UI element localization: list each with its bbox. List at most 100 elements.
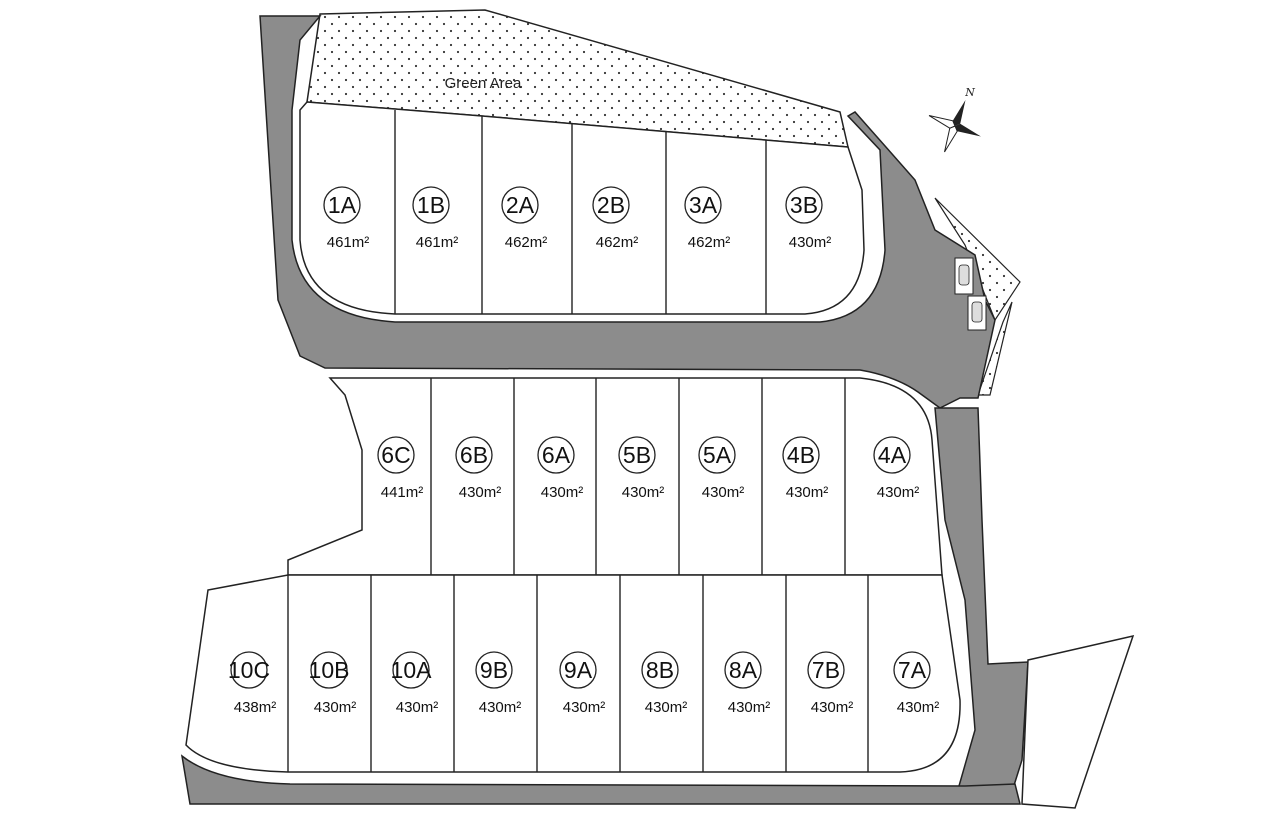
lot-area-label: 430m² [702,484,745,501]
lot-area-label: 430m² [563,699,606,716]
lot-area-label: 430m² [314,699,357,716]
lot-id-label: 3B [790,192,818,218]
lot-8b[interactable]: 8B 430m² [641,651,688,716]
lot-area-label: 438m² [234,699,277,716]
lot-id-circle [641,651,679,689]
lot-9a[interactable]: 9A 430m² [559,651,606,716]
lot-id-label: 9A [564,657,593,683]
lot-10b[interactable]: 10B 430m² [309,651,357,716]
lot-1a[interactable]: 1A 461m² [323,186,370,251]
lot-id-circle [537,436,575,474]
lot-area-label: 430m² [811,699,854,716]
lot-10c[interactable]: 10C 438m² [228,651,277,716]
lot-9b[interactable]: 9B 430m² [475,651,522,716]
lot-8a[interactable]: 8A 430m² [724,651,771,716]
lot-id-label: 1B [417,192,445,218]
lot-dividers [287,110,869,772]
lot-id-label: 10A [391,657,433,683]
lot-id-circle [785,186,823,224]
lot-id-circle [698,436,736,474]
parking-bay [954,257,987,331]
lot-7b[interactable]: 7B 430m² [807,651,854,716]
lot-area-label: 430m² [479,699,522,716]
lot-area-label: 430m² [786,484,829,501]
lot-6c[interactable]: 6C 441m² [377,436,424,501]
lot-id-circle [618,436,656,474]
lot-id-label: 5B [623,442,651,468]
lot-1b[interactable]: 1B 461m² [412,186,459,251]
lot-id-circle [412,186,450,224]
road-bottom [180,754,1021,805]
lot-4a[interactable]: 4A 430m² [873,436,920,501]
lot-area-label: 461m² [416,234,459,251]
lot-6b[interactable]: 6B 430m² [455,436,502,501]
lot-area-label: 430m² [877,484,920,501]
lot-area-label: 430m² [396,699,439,716]
lot-4b[interactable]: 4B 430m² [782,436,829,501]
green-area-label: Green Area [445,75,522,92]
lot-id-circle [323,186,361,224]
lot-id-circle [475,651,513,689]
lot-id-circle [310,651,348,689]
lot-2a[interactable]: 2A 462m² [501,186,548,251]
lot-id-label: 7B [812,657,840,683]
lot-id-circle [724,651,762,689]
lot-area-label: 462m² [596,234,639,251]
block-top [299,101,865,315]
north-label: N [964,86,975,99]
lot-id-label: 4A [878,442,907,468]
car-icon [971,301,983,323]
lot-id-label: 10C [228,657,270,683]
lot-id-label: 6B [460,442,488,468]
lot-labels: 1A 461m² 1B 461m² 2A 462m² 2B 462m² 3A 462m² 3B 430… [228,186,940,716]
lot-id-circle [592,186,630,224]
lot-id-circle [559,651,597,689]
lot-id-label: 10B [309,657,350,683]
lot-area-label: 462m² [688,234,731,251]
lot-id-label: 5A [703,442,732,468]
lot-id-circle [807,651,845,689]
lot-id-label: 1A [328,192,357,218]
lot-id-circle [392,651,430,689]
lot-id-label: 3A [689,192,718,218]
lot-id-circle [873,436,911,474]
lot-id-label: 8B [646,657,674,683]
lot-5b[interactable]: 5B 430m² [618,436,665,501]
lot-3a[interactable]: 3A 462m² [684,186,731,251]
lot-3b[interactable]: 3B 430m² [785,186,832,251]
lot-id-label: 2A [506,192,535,218]
lot-id-circle [684,186,722,224]
road-right-spine [934,407,1029,801]
lot-area-label: 441m² [381,484,424,501]
lot-id-label: 8A [729,657,758,683]
lot-id-label: 4B [787,442,815,468]
lot-id-label: 2B [597,192,625,218]
lot-id-label: 6C [381,442,410,468]
lot-area-label: 461m² [327,234,370,251]
lot-area-label: 430m² [645,699,688,716]
lot-id-circle [455,436,493,474]
lot-id-circle [377,436,415,474]
lot-area-label: 462m² [505,234,548,251]
lot-id-circle [230,651,268,689]
car-icon [958,264,970,286]
block-middle [287,377,943,576]
lot-area-label: 430m² [622,484,665,501]
lot-area-label: 430m² [728,699,771,716]
lot-5a[interactable]: 5A 430m² [698,436,745,501]
lot-area-label: 430m² [789,234,832,251]
lot-10a[interactable]: 10A 430m² [391,651,439,716]
north-compass-icon [928,100,981,153]
lot-id-label: 9B [480,657,508,683]
lot-id-circle [893,651,931,689]
lot-2b[interactable]: 2B 462m² [592,186,639,251]
lot-id-label: 6A [542,442,571,468]
green-strip-right-lower [977,301,1013,396]
lot-id-circle [782,436,820,474]
lot-area-label: 430m² [459,484,502,501]
lot-area-label: 430m² [897,699,940,716]
lot-id-circle [501,186,539,224]
